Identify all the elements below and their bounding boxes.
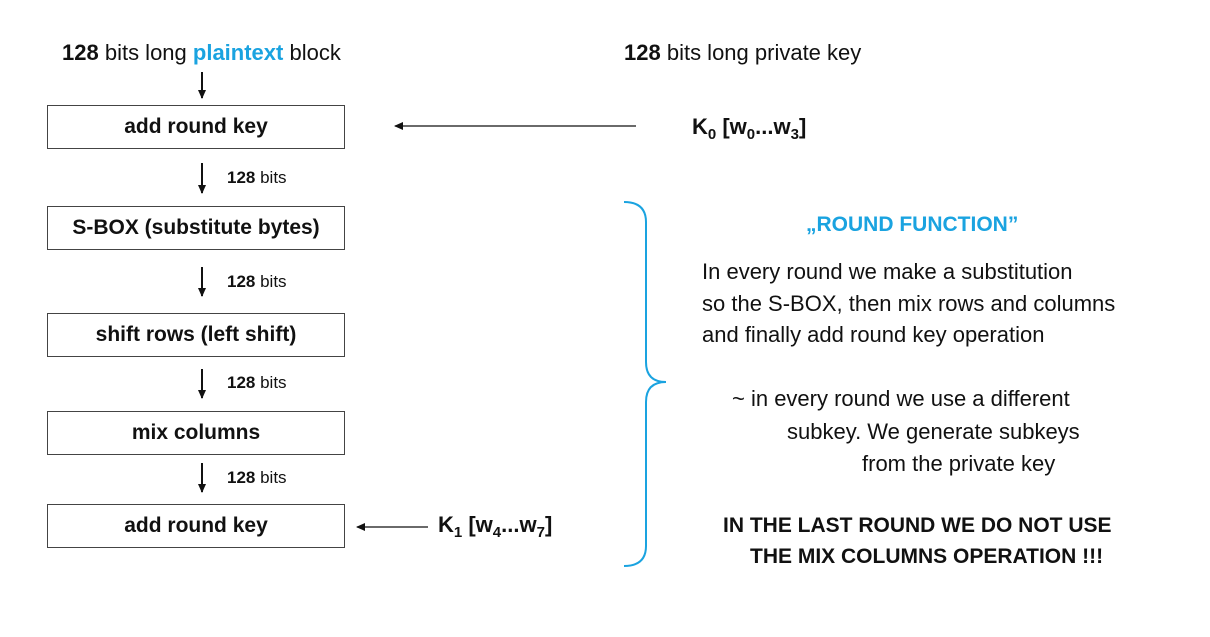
step-add-round-key-round: add round key xyxy=(47,504,345,548)
key-word-last-index: 7 xyxy=(536,524,545,541)
bit-width-unit: bits xyxy=(255,168,287,187)
key-index: 1 xyxy=(453,524,463,541)
plaintext-input-label: 128 bits long plaintext block xyxy=(62,40,341,66)
key-word-last-index: 3 xyxy=(790,126,799,143)
bit-width-unit: bits xyxy=(255,468,287,487)
plaintext-bit-count: 128 xyxy=(62,40,99,65)
bit-width-number: 128 xyxy=(227,168,256,187)
round-key-k1-label: K1 [w4...w7] xyxy=(438,512,552,541)
bit-width-number: 128 xyxy=(227,373,256,392)
subkey-note-line: from the private key xyxy=(862,451,1056,476)
plaintext-label-text: bits long xyxy=(98,40,193,65)
step-s-box: S-BOX (substitute bytes) xyxy=(47,206,345,250)
bit-width-unit: bits xyxy=(255,373,287,392)
step-label: add round key xyxy=(124,514,268,537)
subkey-note-line: subkey. We generate subkeys xyxy=(787,419,1080,444)
bit-width-label: 128 bits xyxy=(227,373,287,393)
round-function-desc-line: so the S-BOX, then mix rows and columns xyxy=(702,291,1116,316)
round-function-desc-line: In every round we make a substitution xyxy=(702,259,1073,284)
key-letter: K xyxy=(438,512,454,537)
key-word-close: ] xyxy=(798,114,807,139)
last-round-warning-line: THE MIX COLUMNS OPERATION !!! xyxy=(750,545,1104,568)
key-word-open: [w xyxy=(716,114,747,139)
step-add-round-key-initial: add round key xyxy=(47,105,345,149)
step-label: mix columns xyxy=(131,421,261,444)
bit-width-label: 128 bits xyxy=(227,272,287,292)
step-label: shift rows (left shift) xyxy=(95,323,297,346)
step-mix-columns: mix columns xyxy=(47,411,345,455)
key-index: 0 xyxy=(707,126,717,143)
key-word-mid: ...w xyxy=(755,114,791,139)
bit-width-label: 128 bits xyxy=(227,468,287,488)
private-key-bit-count: 128 xyxy=(624,40,661,65)
private-key-label-text: bits long private key xyxy=(660,40,862,65)
bit-width-number: 128 xyxy=(227,272,256,291)
key-word-first-index: 0 xyxy=(746,126,756,143)
round-function-brace xyxy=(623,201,667,567)
round-function-desc-line: and finally add round key operation xyxy=(702,322,1045,347)
bit-width-number: 128 xyxy=(227,468,256,487)
round-key-k0-label: K0 [w0...w3] xyxy=(692,114,806,143)
subkey-note-line: ~ in every round we use a different xyxy=(732,386,1070,411)
key-word-close: ] xyxy=(544,512,553,537)
step-label: S-BOX (substitute bytes) xyxy=(72,216,320,239)
step-shift-rows: shift rows (left shift) xyxy=(47,313,345,357)
bit-width-unit: bits xyxy=(255,272,287,291)
key-word-open: [w xyxy=(462,512,493,537)
plaintext-highlight: plaintext xyxy=(192,40,284,65)
last-round-warning-line: IN THE LAST ROUND WE DO NOT USE xyxy=(723,514,1112,537)
key-letter: K xyxy=(692,114,708,139)
step-label: add round key xyxy=(124,115,268,138)
key-word-mid: ...w xyxy=(501,512,537,537)
bit-width-label: 128 bits xyxy=(227,168,287,188)
private-key-label: 128 bits long private key xyxy=(624,40,861,66)
plaintext-label-suffix: block xyxy=(283,40,341,65)
key-word-first-index: 4 xyxy=(492,524,502,541)
round-function-title: „ROUND FUNCTION” xyxy=(806,213,1019,236)
